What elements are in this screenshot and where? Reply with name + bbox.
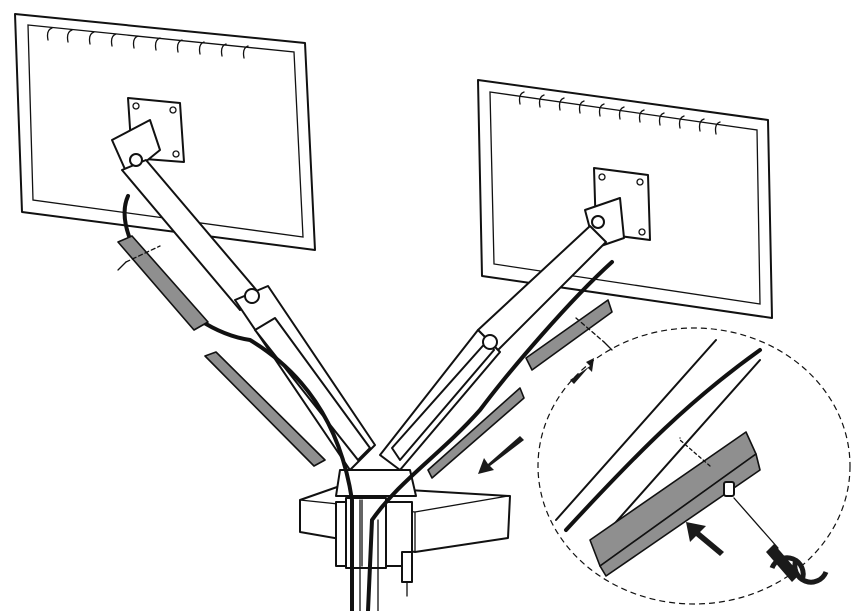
arm-left [111,119,376,471]
monitor-right-vents [518,91,721,135]
cable-cover-detail [589,431,761,577]
cable-cover-right-upper [525,299,613,371]
screw-detail [723,481,735,497]
detail-callout [537,327,851,605]
monitor-right [477,79,773,319]
mount-base [335,469,417,597]
monitor-left-vents [46,27,249,59]
direction-arrow-icon [686,522,724,556]
screw-left [117,245,161,271]
rotate-icon [769,555,829,585]
cable-cover-left-upper [117,235,209,331]
cable-cover-left-lower [204,351,326,467]
screw-right [575,317,613,351]
direction-arrow-icon [478,358,594,474]
cable-cover-right-lower [427,387,525,479]
arm-right [379,197,625,471]
screwdriver-icon [733,497,800,582]
